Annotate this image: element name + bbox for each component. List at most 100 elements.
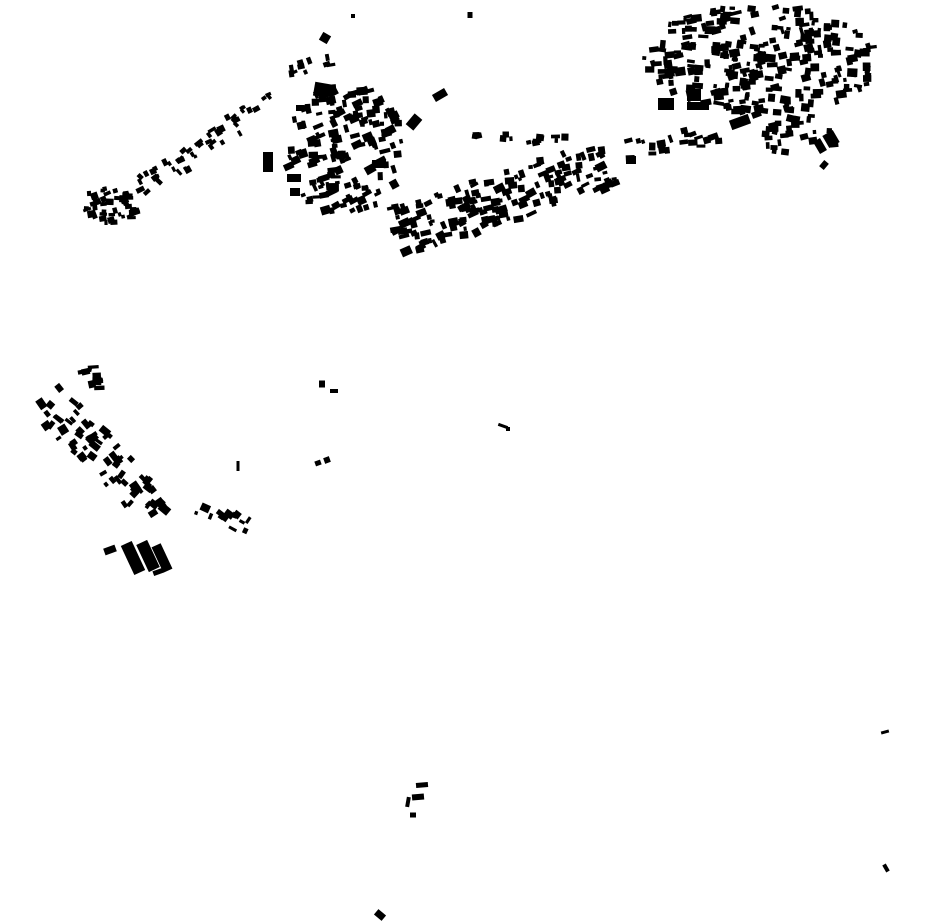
building-footprint xyxy=(302,69,309,75)
building-footprint xyxy=(57,423,70,436)
building-footprint xyxy=(112,187,119,194)
building-footprint xyxy=(312,81,332,99)
building-footprint xyxy=(657,69,666,74)
building-footprint xyxy=(383,111,388,119)
building-footprint xyxy=(379,147,391,155)
building-footprint xyxy=(398,232,410,240)
building-footprint xyxy=(319,204,332,216)
building-footprint xyxy=(724,68,735,74)
building-footprint xyxy=(388,178,400,190)
building-footprint xyxy=(341,152,350,160)
building-footprint xyxy=(683,132,690,138)
building-footprint xyxy=(405,113,423,131)
building-footprint xyxy=(548,180,555,188)
building-footprint xyxy=(104,220,108,226)
building-footprint xyxy=(82,445,88,451)
building-footprint xyxy=(297,148,309,160)
building-footprint xyxy=(126,454,136,464)
building-footprint xyxy=(69,438,79,447)
building-footprint xyxy=(427,237,433,244)
building-footprint xyxy=(757,107,769,114)
building-footprint xyxy=(372,200,379,208)
building-footprint xyxy=(864,65,871,74)
building-footprint xyxy=(418,247,425,252)
building-footprint xyxy=(640,139,646,145)
building-footprint xyxy=(813,137,827,155)
building-footprint xyxy=(728,98,734,103)
building-footprint xyxy=(812,129,817,135)
building-footprint xyxy=(154,177,163,186)
building-footprint xyxy=(827,47,834,53)
building-footprint xyxy=(238,519,246,525)
building-footprint xyxy=(547,193,553,198)
building-footprint xyxy=(686,59,696,64)
building-footprint xyxy=(127,216,136,220)
building-footprint xyxy=(679,139,689,145)
building-footprint xyxy=(90,434,99,442)
building-footprint xyxy=(363,87,375,95)
building-footprint xyxy=(517,184,525,193)
building-footprint xyxy=(475,192,482,199)
building-footprint xyxy=(54,382,65,393)
building-footprint xyxy=(776,65,787,76)
building-footprint xyxy=(747,5,756,13)
building-footprint xyxy=(800,33,808,43)
building-footprint xyxy=(694,75,700,83)
building-footprint xyxy=(664,146,671,154)
building-footprint xyxy=(43,409,51,418)
building-footprint xyxy=(355,194,368,206)
building-footprint xyxy=(585,172,594,180)
building-footprint xyxy=(770,82,781,92)
building-footprint xyxy=(623,137,633,144)
building-footprint xyxy=(351,14,355,18)
building-footprint xyxy=(799,132,809,141)
building-footprint xyxy=(322,60,331,68)
building-footprint xyxy=(862,75,872,82)
building-footprint xyxy=(667,28,677,34)
building-footprint xyxy=(882,863,890,873)
building-footprint xyxy=(207,512,214,520)
building-footprint xyxy=(658,73,670,79)
building-footprint xyxy=(207,143,215,151)
building-footprint xyxy=(112,207,118,215)
building-footprint xyxy=(161,158,169,167)
building-footprint xyxy=(64,417,74,426)
building-footprint xyxy=(290,188,300,196)
building-footprint xyxy=(339,202,348,209)
building-footprint xyxy=(725,82,730,88)
building-footprint xyxy=(369,140,377,149)
building-footprint xyxy=(545,165,557,175)
building-footprint xyxy=(308,179,317,186)
building-footprint xyxy=(353,181,360,190)
building-footprint xyxy=(103,544,117,556)
building-footprint xyxy=(537,134,545,142)
building-footprint xyxy=(282,161,295,172)
building-footprint xyxy=(487,215,496,224)
building-footprint xyxy=(207,126,217,134)
building-footprint xyxy=(290,154,302,166)
building-footprint xyxy=(345,193,352,201)
building-footprint xyxy=(314,132,326,141)
building-footprint xyxy=(869,44,877,49)
building-footprint xyxy=(673,50,682,54)
building-footprint xyxy=(263,152,273,172)
building-footprint xyxy=(328,207,335,215)
building-footprint xyxy=(333,153,337,159)
building-footprint xyxy=(399,245,413,258)
building-footprint xyxy=(126,499,134,508)
building-footprint xyxy=(102,186,108,192)
building-footprint xyxy=(319,380,325,388)
building-footprint xyxy=(765,87,773,92)
building-footprint xyxy=(725,104,733,111)
building-footprint xyxy=(120,540,146,576)
building-footprint xyxy=(490,197,501,207)
building-footprint xyxy=(216,124,226,134)
building-footprint xyxy=(648,46,660,53)
building-footprint xyxy=(762,41,769,47)
building-footprint xyxy=(592,165,603,171)
building-footprint xyxy=(777,139,782,147)
building-footprint xyxy=(426,214,432,221)
building-footprint xyxy=(798,22,810,28)
building-footprint xyxy=(532,198,542,208)
building-footprint xyxy=(783,30,791,40)
